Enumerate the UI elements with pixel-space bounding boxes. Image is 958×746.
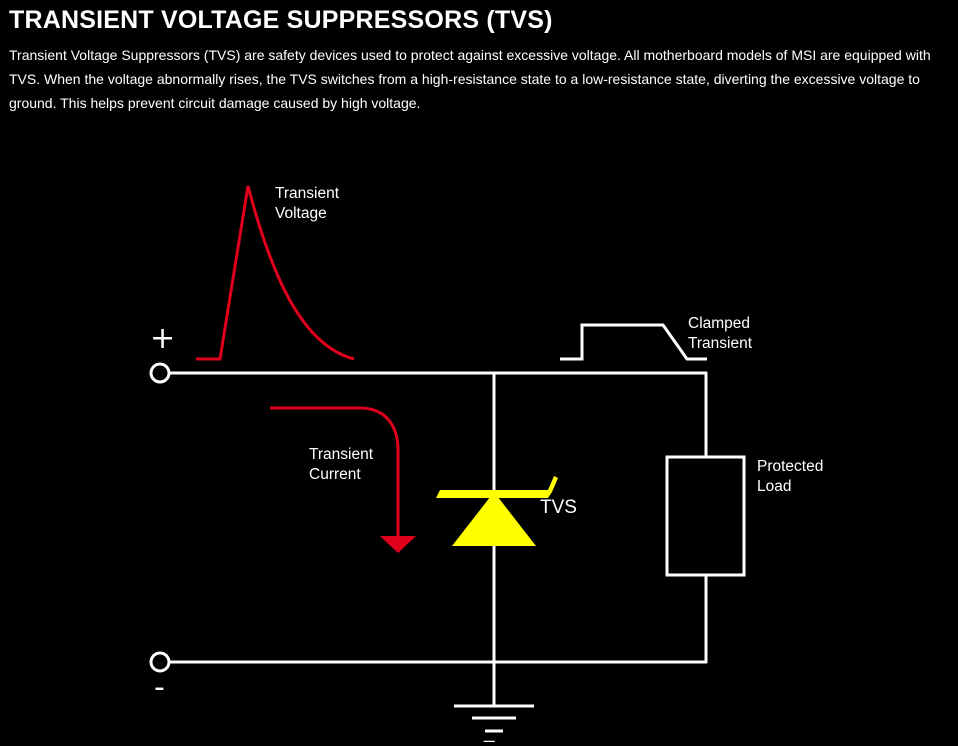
page-title: TRANSIENT VOLTAGE SUPPRESSORS (TVS) [9, 6, 553, 34]
transient-voltage-label-1: Transient [275, 185, 340, 202]
negative-terminal [149, 651, 171, 673]
tvs-diode-bar [436, 476, 558, 498]
transient-current-label-2: Current [309, 466, 361, 483]
positive-terminal [149, 362, 171, 384]
transient-current-label-1: Transient [309, 446, 374, 463]
transient-voltage-waveform [196, 185, 355, 361]
tvs-diode-icon [452, 492, 536, 546]
plus-sign: + [150, 321, 175, 356]
transient-current-arrow-icon [380, 536, 416, 553]
clamped-transient-label-2: Transient [688, 335, 753, 352]
protected-load-label-2: Load [757, 478, 791, 495]
clamped-transient-label-1: Clamped [688, 315, 750, 332]
transient-current-path [270, 406, 400, 538]
tvs-label: TVS [540, 497, 577, 518]
page-description: Transient Voltage Suppressors (TVS) are … [9, 47, 931, 111]
clamped-transient-waveform [560, 323, 707, 361]
ground-label: _ [483, 722, 495, 743]
transient-voltage-label-2: Voltage [275, 205, 327, 222]
minus-sign: - [154, 670, 165, 705]
protected-load-label-1: Protected [757, 458, 823, 475]
protected-load-box [665, 455, 746, 577]
